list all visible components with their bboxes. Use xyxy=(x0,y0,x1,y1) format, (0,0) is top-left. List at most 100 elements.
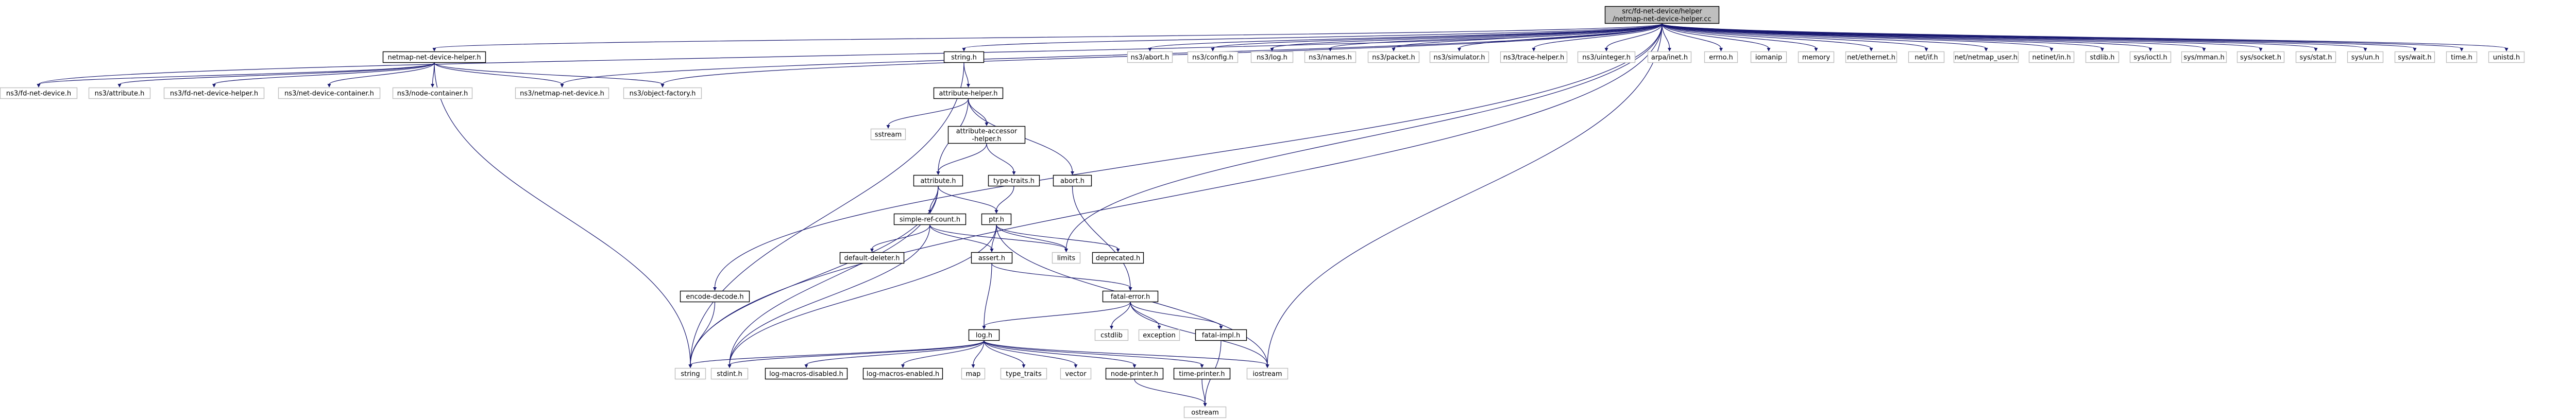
arrowhead xyxy=(37,84,41,87)
node-label: iomanip xyxy=(1755,54,1782,62)
node-box xyxy=(1183,406,1227,418)
node-label: sys/mman.h xyxy=(2183,54,2225,62)
include-edge-attribute_h-to-stdint_h xyxy=(729,186,939,365)
node-box xyxy=(2085,51,2120,63)
node-sys_ioctl_h: sys/ioctl.h xyxy=(2129,51,2172,63)
include-edge-root-to-memory xyxy=(1662,23,1817,49)
node-sys_un_h: sys/un.h xyxy=(2347,51,2384,63)
node-simple_ref_count_h[interactable]: simple-ref-count.h xyxy=(893,213,967,225)
node-iomanip: iomanip xyxy=(1750,51,1787,63)
node-label: attribute-helper.h xyxy=(939,90,997,98)
node-limits: limits xyxy=(1052,252,1081,264)
include-edge-root-to-nmhelper_h xyxy=(434,23,1663,49)
node-fatal_error_h[interactable]: fatal-error.h xyxy=(1102,290,1159,303)
node-box xyxy=(971,252,1013,264)
node-box xyxy=(1647,51,1692,63)
node-attribute_h[interactable]: attribute.h xyxy=(913,174,963,187)
node-label: stdlib.h xyxy=(2090,54,2115,62)
node-label: exception xyxy=(1143,332,1176,340)
node-label: arpa/inet.h xyxy=(1651,54,1688,62)
arrowhead xyxy=(727,364,732,368)
arrowhead xyxy=(2202,48,2206,51)
node-abort_h[interactable]: abort.h xyxy=(1053,174,1092,187)
node-label: -helper.h xyxy=(972,135,1001,143)
dependency-edges xyxy=(37,23,2509,407)
node-box xyxy=(2028,51,2075,63)
include-edge-simple_ref_count_h-to-default_deleter_h xyxy=(871,224,930,250)
node-log_h[interactable]: log.h xyxy=(968,329,1000,341)
arrowhead xyxy=(1532,48,1536,51)
node-label: time-printer.h xyxy=(1179,371,1225,378)
node-assert_h[interactable]: assert.h xyxy=(971,252,1013,264)
node-attribute_helper_h[interactable]: attribute-helper.h xyxy=(933,87,1004,99)
node-type_traits_h[interactable]: type-traits.h xyxy=(988,174,1040,187)
include-edge-nmhelper_h-to-string xyxy=(434,62,691,365)
node-box xyxy=(1000,367,1047,380)
node-box xyxy=(1173,367,1231,380)
node-box xyxy=(933,87,1004,99)
node-deprecated_h[interactable]: deprecated.h xyxy=(1092,252,1144,264)
node-box xyxy=(1953,51,2019,63)
node-box xyxy=(765,367,848,380)
node-box xyxy=(943,51,985,63)
node-label: sys/un.h xyxy=(2351,54,2379,62)
include-edge-root-to-netmap_net_device_h xyxy=(562,23,1663,85)
node-label: log-macros-enabled.h xyxy=(867,371,939,378)
include-edge-root-to-ns3_simulator_h xyxy=(1459,23,1663,49)
include-edge-nmhelper_h-to-net_device_container_h xyxy=(329,62,435,85)
node-box xyxy=(1052,252,1081,264)
node-object_factory_h: ns3/object-factory.h xyxy=(623,87,702,99)
include-edge-root-to-iomanip xyxy=(1662,23,1769,49)
node-netinet_in_h: netinet/in.h xyxy=(2028,51,2075,63)
node-iostream: iostream xyxy=(1246,367,1289,380)
include-edge-log_h-to-time_printer_h xyxy=(984,340,1202,365)
node-default_deleter_h[interactable]: default-deleter.h xyxy=(839,252,905,264)
node-box xyxy=(1094,329,1129,341)
node-label: map xyxy=(966,371,981,378)
node-fatal_impl_h[interactable]: fatal-impl.h xyxy=(1195,329,1247,341)
include-edge-log_h-to-log_macros_disabled_h xyxy=(806,340,985,365)
include-edge-root-to-string_h xyxy=(963,23,1663,49)
node-label: ns3/log.h xyxy=(1257,54,1287,62)
node-node_printer_h[interactable]: node-printer.h xyxy=(1105,367,1164,380)
node-nmhelper_h[interactable]: netmap-net-device-helper.h xyxy=(382,51,486,63)
node-attribute_accessor_helper_h[interactable]: attribute-accessor-helper.h xyxy=(947,126,1026,144)
arrowhead xyxy=(1211,48,1215,51)
arrowhead xyxy=(1128,287,1132,291)
include-edge-attribute_h-to-string xyxy=(690,186,939,365)
node-label: time.h xyxy=(2451,54,2472,62)
node-box xyxy=(2394,51,2435,63)
include-edge-attribute_accessor_helper_h-to-type_traits_h xyxy=(986,143,1014,172)
arrowhead xyxy=(1924,48,1928,51)
node-box xyxy=(1102,290,1159,303)
node-string_h[interactable]: string.h xyxy=(943,51,985,63)
include-edge-fatal_error_h-to-exception xyxy=(1130,302,1160,327)
arrowhead xyxy=(936,171,940,175)
arrowhead xyxy=(1022,364,1026,368)
arrowhead xyxy=(1110,326,1113,329)
arrowhead xyxy=(990,249,994,252)
node-time_h: time.h xyxy=(2446,51,2478,63)
node-box xyxy=(0,87,78,99)
node-time_printer_h[interactable]: time-printer.h xyxy=(1173,367,1231,380)
node-box xyxy=(1304,51,1357,63)
arrowhead xyxy=(1814,48,1818,51)
include-edge-time_printer_h-to-ostream xyxy=(1201,379,1206,404)
node-label: /netmap-net-device-helper.cc xyxy=(1613,15,1711,23)
node-ptr_h[interactable]: ptr.h xyxy=(981,213,1012,225)
node-box xyxy=(968,329,1000,341)
node-ns3_simulator_h: ns3/simulator.h xyxy=(1429,51,1489,63)
node-stdint_h: stdint.h xyxy=(710,367,749,380)
node-root[interactable]: src/fd-net-device/helper/netmap-net-devi… xyxy=(1604,6,1720,24)
node-box xyxy=(839,252,905,264)
node-label: ns3/netmap-net-device.h xyxy=(520,90,604,98)
node-encode_decode_h[interactable]: encode-decode.h xyxy=(680,290,750,303)
node-ns3_uinteger_h: ns3/uinteger.h xyxy=(1577,51,1636,63)
include-edge-simple_ref_count_h-to-stdint_h xyxy=(729,224,930,365)
node-log_macros_disabled_h[interactable]: log-macros-disabled.h xyxy=(765,367,848,380)
arrowhead xyxy=(2100,48,2104,51)
node-log_macros_enabled_h[interactable]: log-macros-enabled.h xyxy=(862,367,943,380)
include-edge-root-to-ns3_names_h xyxy=(1330,23,1663,49)
node-cstdlib: cstdlib xyxy=(1094,329,1129,341)
